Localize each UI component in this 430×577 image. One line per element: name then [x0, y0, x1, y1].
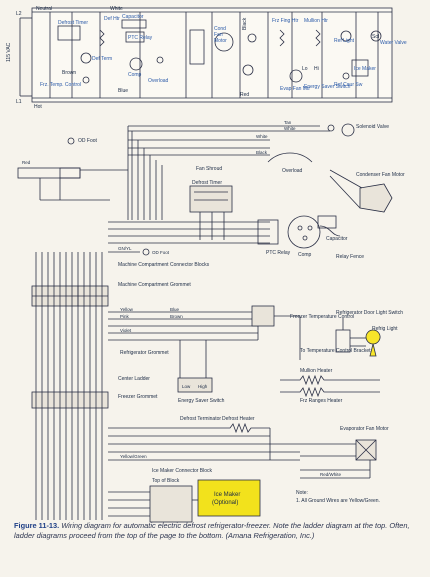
cond-fan-label-3: Motor	[214, 38, 227, 44]
l1-label: L1	[16, 99, 22, 105]
mullion-heater-label: Mullion Heater	[300, 368, 333, 374]
hot-label: Hot	[34, 104, 42, 110]
pink-wire-label: Pink	[120, 314, 130, 319]
freezer-temp-control-label: Freezer Temperature Control	[290, 314, 354, 320]
ice-maker-ladder-label: Ice Maker	[354, 66, 376, 72]
evap-fan-label: Evap Fan Mtr	[280, 86, 310, 92]
fin-ranges-heater-label: Frz Ranges Heater	[300, 398, 343, 404]
energy-saver-label: Energy Saver Switch	[304, 84, 351, 90]
cond-fan-label-1: Cond	[214, 26, 226, 32]
refrigerator-grommet-label: Refrigerator Grommet	[120, 350, 169, 356]
defrost-heater-label: Defrost Heater	[222, 416, 255, 422]
machine-grommet-label: Machine Compartment Grommet	[118, 282, 191, 288]
od-foot-label: OD Foot	[78, 138, 98, 144]
def-term-label: Def Term	[92, 56, 112, 62]
frz-fing-htr-label: Frz Fing Htr	[272, 18, 299, 24]
freezer-temp-control	[251, 305, 275, 327]
ref-light-label: Ref Light	[334, 38, 355, 44]
red-label: Red	[240, 92, 249, 98]
figure-caption: Figure 11-13. Wiring diagram for automat…	[14, 521, 418, 541]
energy-saver-switch	[177, 377, 213, 393]
red-wire-label: Red	[22, 160, 31, 165]
figure-number: Figure 11-13.	[14, 521, 60, 530]
center-ladder-label: Center Ladder	[118, 376, 150, 382]
defrost-timer-label-2: Defrost Timer	[192, 180, 222, 186]
white2-label: White	[256, 134, 268, 139]
defrost-timer-box	[57, 25, 81, 41]
defrost-timer-label: Defrost Timer	[58, 20, 88, 26]
ptc-relay-label-2: PTC Relay	[266, 250, 291, 256]
relay-fence-label: Relay Fence	[336, 254, 364, 260]
left-block	[17, 167, 81, 179]
capacitor-box	[121, 19, 147, 29]
hi-label: Hi	[314, 66, 319, 72]
l2-label: L2	[16, 11, 22, 17]
evaporator-fan-label: Evaporator Fan Motor	[340, 426, 389, 432]
neutral-label: Neutral	[36, 6, 52, 12]
black-label: Black	[242, 17, 248, 30]
def-htr-label: Def Htr	[104, 16, 120, 22]
od-foot-label-2: OD Foot	[152, 250, 170, 255]
energy-saver-switch-label: Energy Saver Switch	[178, 398, 225, 404]
machine-block-label: Machine Compartment Connector Blocks	[118, 262, 210, 268]
ice-maker-label-2: (Optional)	[212, 500, 238, 506]
ptc-relay-box	[125, 31, 145, 43]
overload-label: Overload	[148, 78, 169, 84]
black-wire-label: Black	[256, 150, 268, 155]
yellow-wire-label: Yellow	[120, 307, 134, 312]
white-top-label: White	[110, 6, 123, 12]
solenoid-valve-label: Solenoid Valve	[356, 124, 389, 130]
sol-label: Sol	[372, 34, 379, 40]
overload-label-2: Overload	[282, 168, 303, 174]
comp-label: Comp	[128, 72, 142, 78]
brown-label: Brown	[62, 70, 76, 76]
condenser-fan-label: Condenser Fan Motor	[356, 172, 405, 178]
lo-label: Lo	[302, 66, 308, 72]
tan-label: Tan	[284, 120, 292, 125]
ref-cour-sw-label: Ref Cour Sw	[334, 82, 363, 88]
red-white-label: Red/White	[320, 472, 342, 477]
cond-fan-label-2: Fan	[214, 32, 223, 38]
white-label: White	[284, 126, 296, 131]
mullion-heater	[280, 374, 360, 386]
ice-maker	[197, 479, 261, 517]
vac-label: 115 VAC	[6, 42, 12, 62]
low-label: Low	[182, 384, 191, 389]
ice-maker-label-1: Ice Maker	[214, 492, 240, 498]
brown-wire-label: Brown	[170, 314, 183, 319]
yellow-green-label: Yellow/Green	[120, 454, 147, 459]
violet-wire-label: Violet	[120, 328, 132, 333]
capacitor-label-2: Capacitor	[326, 236, 348, 242]
frz-temp-label: Frz. Temp. Control	[40, 82, 81, 88]
defrost-terminator-label: Defrost Terminator	[180, 416, 221, 422]
refrigerator-light	[365, 329, 381, 357]
fan-shroud-label: Fan Shroud	[196, 166, 222, 172]
temp-control-bracket-label: To Temperature Control Bracket	[300, 348, 371, 354]
high-label: High	[198, 384, 208, 389]
blue-label: Blue	[118, 88, 128, 94]
top-of-block-label: Top of Block	[152, 478, 180, 484]
blue-wire-label: Blue	[170, 307, 180, 312]
note-text: 1. All Ground Wires are Yellow/Green.	[296, 498, 380, 504]
water-valve-label: Water Valve	[380, 40, 407, 46]
mullion-htr-label: Mullion Htr	[304, 18, 328, 24]
gnyl-label: GN/YL	[118, 246, 132, 251]
condenser-fan-motor	[359, 183, 393, 213]
relay-terminal-block	[257, 219, 279, 245]
capacitor-label: Capacitor	[122, 14, 144, 20]
ice-maker-connector	[149, 485, 193, 523]
freezer-grommet-label: Freezer Grommet	[118, 394, 158, 400]
defrost-timer	[189, 185, 233, 213]
caption-text: Wiring diagram for automatic electric de…	[14, 521, 410, 540]
ice-maker-block-label: Ice Maker Connector Block	[152, 468, 213, 474]
ptc-relay-label: PTC Relay	[128, 35, 153, 41]
comp-label-2: Comp	[298, 252, 312, 258]
compressor	[287, 215, 321, 249]
note-title: Note:	[296, 490, 308, 496]
ref-door-switch-label: Refrigerator Door Light Switch	[336, 310, 403, 316]
ref-light-label-2: Refrig Light	[372, 326, 398, 332]
